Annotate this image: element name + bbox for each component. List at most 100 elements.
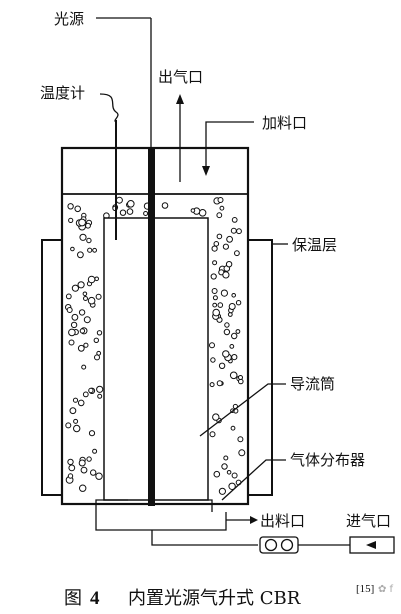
- draft-tube-label: 导流筒: [290, 375, 335, 393]
- draft-tube: [103, 217, 209, 501]
- bubble: [223, 455, 229, 461]
- caption-text: 内置光源气升式 CBR: [128, 588, 301, 609]
- gas-inlet-label: 进气口: [346, 512, 391, 530]
- gas-distributor-label: 气体分布器: [290, 451, 365, 469]
- bubble: [68, 328, 76, 337]
- bubble: [229, 371, 238, 380]
- bubble: [238, 375, 243, 380]
- bubble: [230, 227, 237, 234]
- discharge-outlet-label: 出料口: [260, 512, 305, 530]
- caption-reference: [15]: [356, 583, 374, 595]
- bubble: [143, 211, 149, 216]
- gas-distributor-leader: [221, 459, 286, 501]
- bubble: [77, 251, 84, 259]
- bubble: [127, 200, 135, 208]
- bubble: [115, 196, 123, 204]
- bubble: [90, 469, 97, 476]
- bubble: [235, 329, 241, 334]
- bubble: [217, 302, 224, 308]
- bubble: [68, 217, 74, 223]
- light-source-label: 光源: [54, 10, 84, 28]
- bubble: [77, 281, 85, 289]
- gas-outlet-arrowhead: [176, 94, 184, 104]
- discharge-arrowhead: [250, 516, 258, 524]
- bubble: [226, 235, 234, 243]
- bubble: [225, 261, 233, 268]
- bubble: [236, 228, 242, 235]
- bubble: [80, 466, 88, 474]
- bubble: [67, 458, 74, 466]
- bubble: [119, 209, 127, 216]
- bubble: [82, 291, 88, 297]
- bubble: [231, 217, 238, 223]
- bubble: [77, 344, 85, 352]
- bubble: [211, 288, 218, 294]
- bubble: [65, 293, 72, 300]
- bubble: [217, 197, 224, 203]
- bubble: [85, 222, 91, 229]
- bubble: [92, 448, 98, 454]
- bubble: [230, 425, 236, 431]
- bubble: [70, 321, 78, 329]
- bubble: [87, 247, 93, 253]
- bubble: [87, 275, 96, 284]
- bubble: [216, 233, 223, 240]
- bubble: [77, 399, 85, 407]
- bubble: [71, 313, 79, 321]
- bubble: [222, 350, 230, 358]
- bubble: [212, 413, 220, 421]
- bubble: [68, 339, 75, 346]
- bubble: [73, 424, 81, 433]
- bubble: [83, 342, 89, 348]
- pump-rotor-left-icon: [264, 538, 278, 552]
- bubble: [83, 316, 91, 324]
- bubble: [212, 302, 218, 308]
- bubble: [71, 284, 80, 292]
- feed-pipe: [151, 530, 258, 546]
- bubble: [93, 337, 100, 343]
- pump-rotor-right-icon: [280, 538, 294, 552]
- bubble: [86, 237, 92, 244]
- bubble: [79, 484, 87, 492]
- bubble: [212, 295, 218, 301]
- watermark: ✿ f: [378, 584, 394, 595]
- bubble: [86, 456, 92, 462]
- bubble: [227, 312, 233, 317]
- bubble: [88, 387, 94, 394]
- bubble: [66, 307, 73, 313]
- bubble: [221, 463, 228, 470]
- caption-number: 4: [90, 588, 100, 609]
- bubble: [222, 243, 229, 250]
- bubble: [231, 354, 238, 361]
- bubble: [190, 208, 196, 213]
- bubble: [226, 470, 232, 475]
- bubble: [209, 342, 215, 349]
- bubble: [95, 472, 103, 480]
- bubble: [218, 487, 226, 495]
- thermometer-leader: [99, 93, 119, 123]
- bubble: [82, 391, 89, 398]
- feed-inlet-label: 加料口: [262, 114, 307, 132]
- bubble: [212, 260, 218, 266]
- gas-distributor: [95, 499, 213, 512]
- bubble: [222, 271, 230, 279]
- bubble: [96, 330, 103, 336]
- bubble: [97, 393, 103, 399]
- bubble: [78, 309, 86, 316]
- bubble: [198, 209, 207, 217]
- bubble: [213, 241, 220, 247]
- bubble: [68, 464, 76, 472]
- bubble: [231, 332, 238, 340]
- draft-tube-leader: [199, 383, 286, 437]
- bubble: [211, 245, 218, 252]
- bubble: [87, 296, 96, 305]
- bubble: [235, 300, 242, 306]
- feed-inlet-arrowhead: [202, 166, 210, 176]
- bubble: [65, 422, 72, 429]
- bubble: [92, 247, 97, 253]
- bubble: [231, 472, 238, 479]
- bubbles: [65, 196, 246, 495]
- bubble: [209, 431, 216, 438]
- caption-prefix: 图: [64, 588, 82, 609]
